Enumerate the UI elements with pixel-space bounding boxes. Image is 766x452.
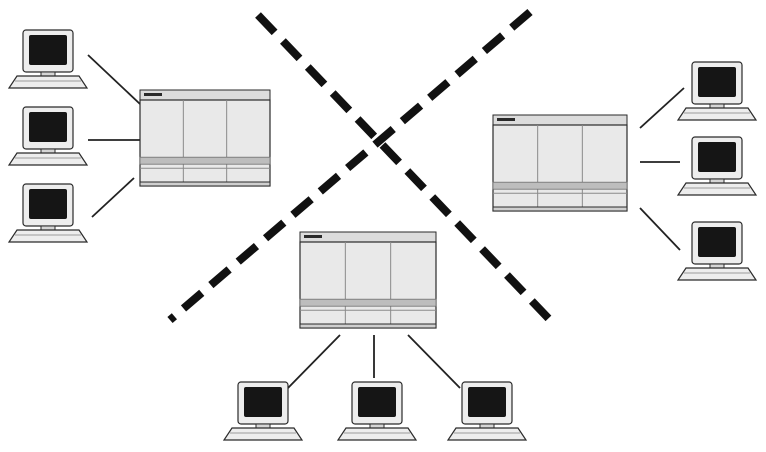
server-right-icon <box>492 114 628 212</box>
link-terminal-bottom-1-to-server-bottom <box>287 334 341 389</box>
terminal-left-2-icon <box>7 106 89 166</box>
link-terminal-left-3-to-server-left <box>91 177 135 218</box>
link-terminal-right-1-to-server-right <box>639 87 685 129</box>
link-terminal-right-3-to-server-right <box>639 207 681 251</box>
terminal-right-1-icon <box>676 61 758 121</box>
link-terminal-bottom-3-to-server-bottom <box>407 334 461 389</box>
links-layer <box>87 54 685 389</box>
server-bottom-icon <box>299 231 437 329</box>
separator-ascending <box>167 8 533 324</box>
link-terminal-left-1-to-server-left <box>87 54 141 105</box>
terminal-right-3-icon <box>676 221 758 281</box>
terminal-bottom-1-icon <box>222 381 304 441</box>
nodes-layer <box>7 29 758 441</box>
terminal-right-2-icon <box>676 136 758 196</box>
separators-layer <box>167 8 553 324</box>
terminal-left-1-icon <box>7 29 89 89</box>
terminal-bottom-2-icon <box>336 381 418 441</box>
terminal-left-3-icon <box>7 183 89 243</box>
server-left-icon <box>139 89 271 187</box>
terminal-bottom-3-icon <box>446 381 528 441</box>
